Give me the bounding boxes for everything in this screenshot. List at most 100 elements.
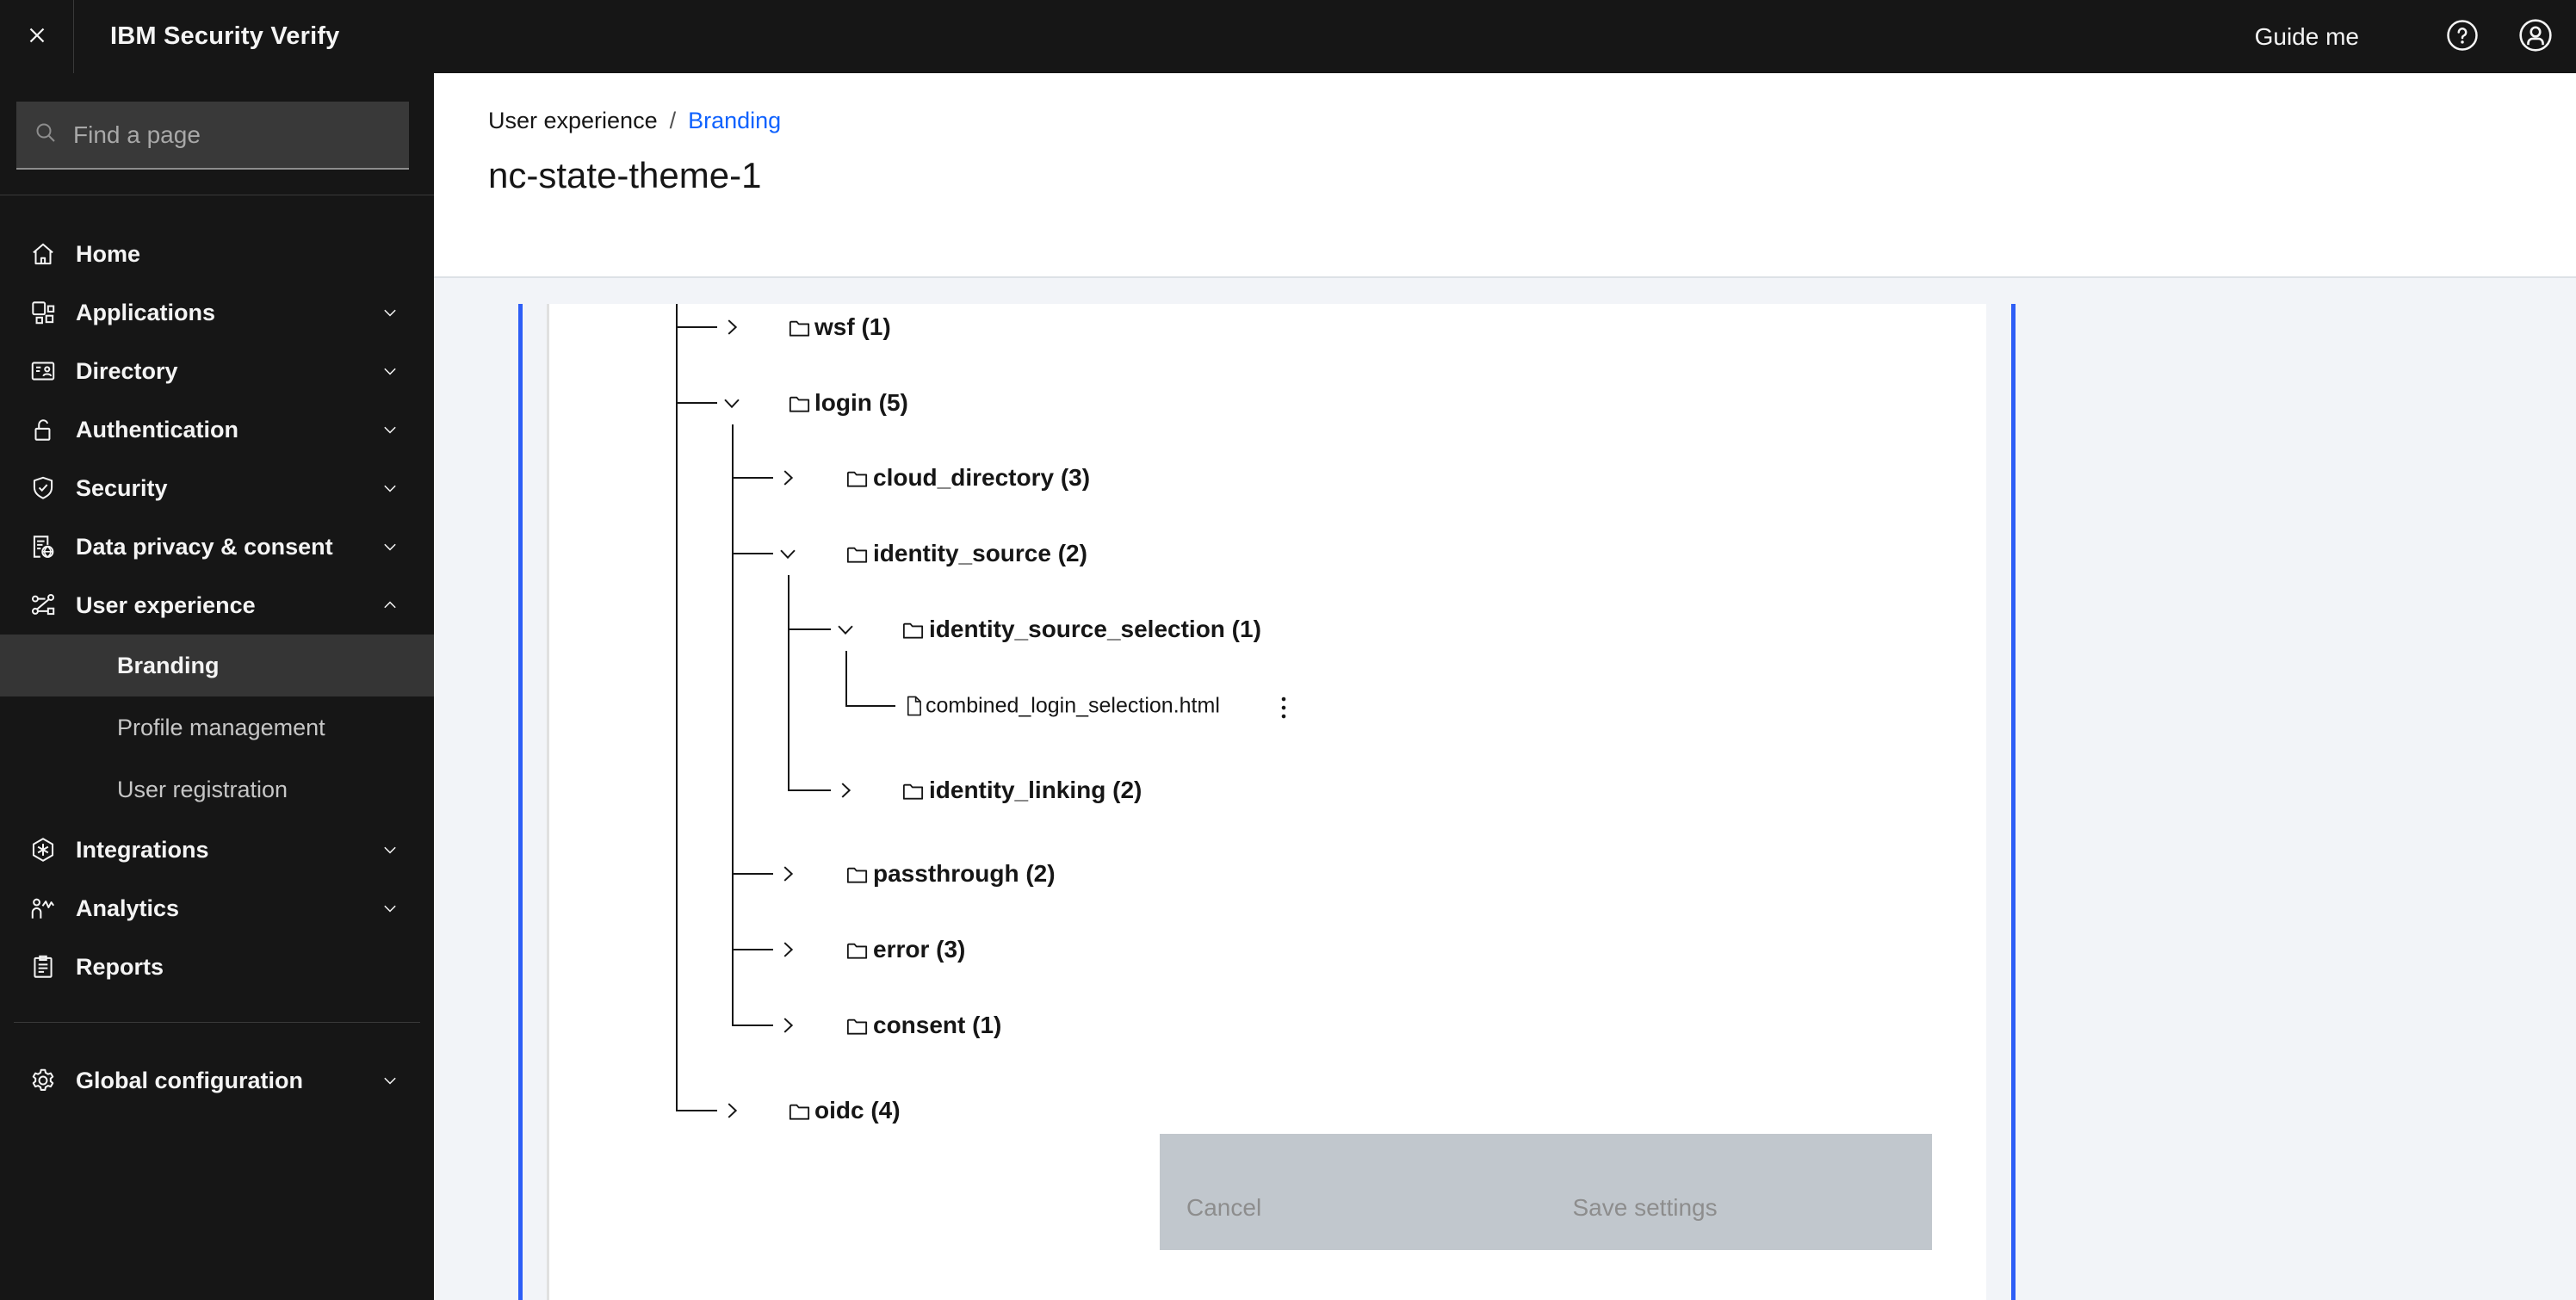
chevron-down-icon [381,537,399,556]
tree-node-identity-source-2[interactable]: identity_source (2) [549,529,1841,578]
breadcrumb: User experience / Branding [488,108,781,134]
sidebar-item-data-privacy-consent[interactable]: Data privacy & consent [0,517,434,576]
sidebar-item-label: Security [76,474,168,501]
tree-node-wsf-1[interactable]: wsf (1) [549,303,1841,351]
page-search-box[interactable] [16,102,409,170]
sidebar-item-global-configuration[interactable]: Global configuration [0,1051,434,1110]
reports-icon [26,952,60,981]
close-button[interactable] [0,0,74,73]
tree-node-label: identity_source (2) [873,540,1087,566]
chevron-right-icon[interactable] [719,1098,745,1124]
guide-highlight-line-left [518,304,523,1300]
chevron-down-icon [381,420,399,439]
sidebar-subitem-branding[interactable]: Branding [0,635,434,696]
shield-icon [26,474,60,503]
sidebar-item-user-experience[interactable]: User experience [0,576,434,635]
sidebar-item-authentication[interactable]: Authentication [0,400,434,459]
tree-node-label: identity_linking (2) [929,777,1142,803]
chevron-right-icon[interactable] [775,861,801,887]
chevron-right-icon[interactable] [833,777,858,803]
tree-node-oidc-4[interactable]: oidc (4) [549,1086,1841,1135]
close-icon [24,22,50,51]
sidebar-item-reports[interactable]: Reports [0,938,434,996]
sidebar-item-label: Reports [76,953,164,980]
tree-node-label: wsf (1) [814,313,891,340]
chevron-down-icon [381,303,399,322]
folder-icon [844,937,870,963]
folder-icon [844,541,870,567]
breadcrumb-user-experience[interactable]: User experience [488,108,658,133]
chevron-right-icon[interactable] [775,1012,801,1038]
sidebar-item-applications[interactable]: Applications [0,283,434,342]
sidebar-item-integrations[interactable]: Integrations [0,820,434,879]
tree-connector-line [732,477,773,479]
tree-connector-line [676,402,717,404]
topbar-actions: Guide me [2255,0,2576,73]
privacy-icon [26,532,60,561]
tree-node-error-3[interactable]: error (3) [549,925,1841,974]
folder-icon [786,1098,813,1124]
chevron-down-icon[interactable] [775,541,801,566]
search-input[interactable] [73,121,366,149]
chevron-right-icon[interactable] [775,465,801,491]
cancel-button[interactable]: Cancel [1160,1134,1546,1250]
tree-node-label: combined_login_selection.html [926,693,1220,718]
tree-node-combined-login-selection-html[interactable]: combined_login_selection.html [549,682,1841,730]
tree-node-passthrough-2[interactable]: passthrough (2) [549,850,1841,898]
chevron-right-icon[interactable] [775,937,801,963]
tree-node-cloud-directory-3[interactable]: cloud_directory (3) [549,454,1841,502]
tree-node-consent-1[interactable]: consent (1) [549,1001,1841,1049]
sidebar-item-label: Home [76,240,141,267]
tree-node-label: consent (1) [873,1012,1002,1038]
tree-node-login-5[interactable]: login (5) [549,379,1841,427]
tree-connector-line [732,1025,773,1026]
page-title: nc-state-theme-1 [488,155,762,195]
tree-connector-line [788,628,831,630]
nav-divider [14,1022,420,1023]
sidebar-item-label: Integrations [76,836,209,863]
sidebar-subitem-user-registration[interactable]: User registration [117,776,288,802]
folder-icon [844,465,870,492]
tree-node-identity-linking-2[interactable]: identity_linking (2) [549,766,1841,814]
chevron-down-icon [381,1071,399,1090]
sidebar-item-label: Authentication [76,416,238,443]
sidebar-item-label: User experience [76,591,256,618]
help-button[interactable] [2441,0,2484,73]
file-icon [902,695,926,718]
breadcrumb-branding-link[interactable]: Branding [688,108,782,133]
sidebar-item-home[interactable]: Home [0,225,434,283]
chevron-up-icon [381,596,399,615]
folder-icon [900,616,926,643]
tree-node-label: oidc (4) [814,1097,901,1124]
breadcrumb-separator: / [669,108,677,133]
analytics-icon [26,894,60,923]
tree-node-label: error (3) [873,936,966,963]
sidebar-item-analytics[interactable]: Analytics [0,879,434,938]
tree-connector-line [788,789,831,791]
sidebar-item-security[interactable]: Security [0,459,434,517]
account-button[interactable] [2514,0,2557,73]
sidebar-item-label: Directory [76,357,178,384]
chevron-down-icon[interactable] [719,390,745,416]
app-title: IBM Security Verify [110,22,340,50]
chevron-right-icon[interactable] [719,314,745,340]
save-settings-button[interactable]: Save settings [1545,1134,1932,1250]
guide-me-button[interactable]: Guide me [2254,22,2359,50]
top-bar: IBM Security Verify Guide me [0,0,2576,73]
sidebar-item-label: Global configuration [76,1067,303,1093]
chevron-down-icon[interactable] [833,616,858,642]
folder-icon [786,314,813,341]
tree-node-label: cloud_directory (3) [873,464,1091,491]
tree-node-label: identity_source_selection (1) [929,616,1261,642]
folder-icon [844,1012,870,1039]
tree-node-identity-source-selection-1[interactable]: identity_source_selection (1) [549,605,1841,653]
sidebar-subitem-profile-management[interactable]: Profile management [117,714,325,740]
template-file-tree: wsf (1) login (5) cloud_directory (3) ident… [549,304,1986,1300]
sidebar-item-directory[interactable]: Directory [0,342,434,400]
chevron-down-icon [381,899,399,918]
overflow-menu-button[interactable] [1273,693,1295,722]
integrations-icon [26,835,60,864]
page-header: User experience / Branding nc-state-them… [434,73,2576,278]
folder-icon [844,861,870,888]
